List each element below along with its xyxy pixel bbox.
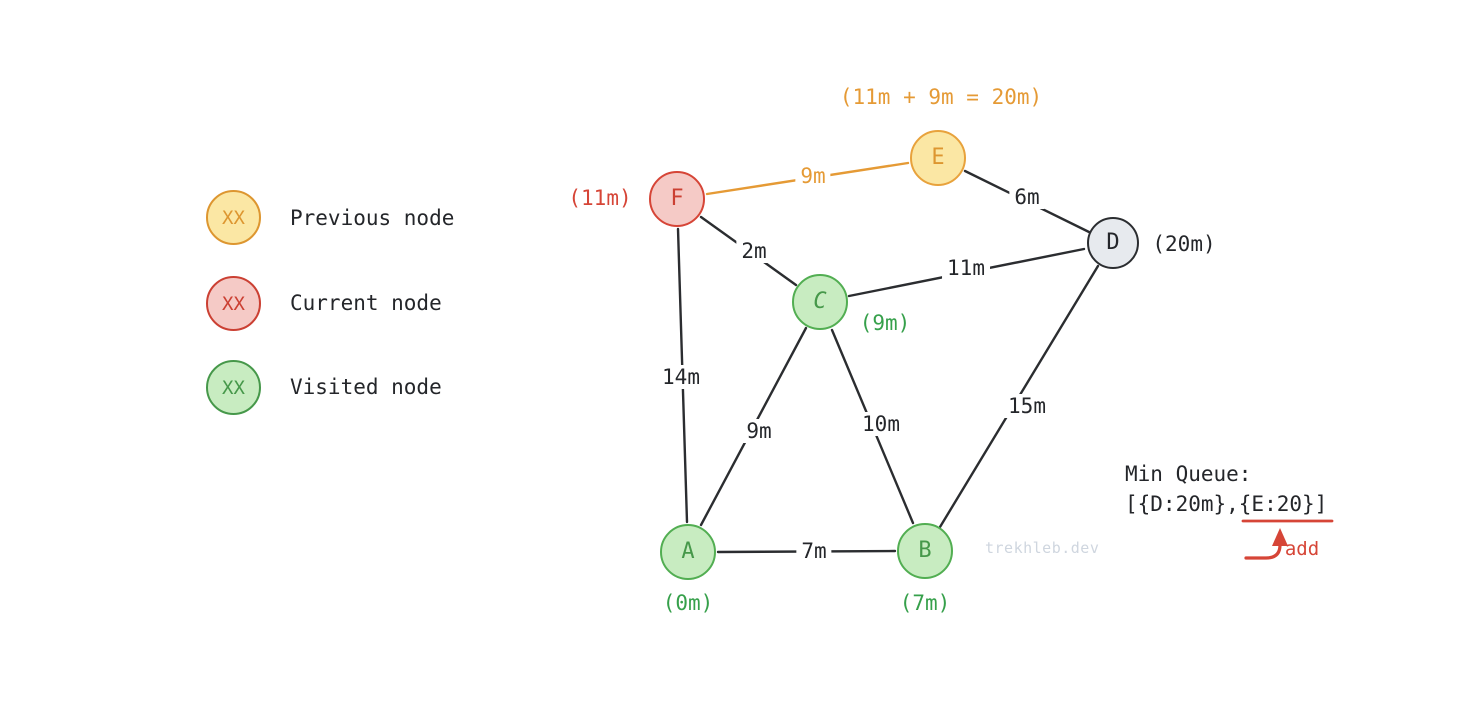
edge-F-E-weight: 9m <box>795 164 831 188</box>
node-B-label: B <box>918 538 932 563</box>
legend-swatch-current: XX <box>206 276 261 331</box>
node-E-label: E <box>931 145 945 170</box>
edge-A-B-weight: 7m <box>796 539 832 563</box>
edge-F-C-weight: 2m <box>736 239 772 263</box>
node-C-distance: (9m) <box>859 311 911 335</box>
edge-F-A-weight: 14m <box>657 365 705 389</box>
legend-symbol: XX <box>222 376 245 399</box>
node-E: E <box>910 130 966 186</box>
node-B-distance: (7m) <box>899 591 951 615</box>
node-D-label: D <box>1106 230 1120 255</box>
add-arrow-head-icon <box>1272 528 1288 546</box>
edge-D-B-weight: 15m <box>1003 394 1051 418</box>
edge-E-D-weight: 6m <box>1009 185 1045 209</box>
node-A-label: A <box>681 539 695 564</box>
node-B: B <box>897 523 953 579</box>
node-F: F <box>649 171 705 227</box>
node-C-label: C <box>813 289 827 314</box>
node-C: C <box>792 274 848 330</box>
legend-label-visited: Visited node <box>290 375 442 399</box>
legend-swatch-previous: XX <box>206 190 261 245</box>
node-F-label: F <box>670 186 684 211</box>
legend-label-previous: Previous node <box>290 206 455 230</box>
min-queue-value: [{D:20m},{E:20}] <box>1125 492 1328 516</box>
watermark: trekhleb.dev <box>985 539 1100 557</box>
legend-label-current: Current node <box>290 291 442 315</box>
edge-C-B-weight: 10m <box>857 412 905 436</box>
node-A: A <box>660 524 716 580</box>
legend-symbol: XX <box>222 206 245 229</box>
legend-symbol: XX <box>222 292 245 315</box>
edge-C-D-weight: 11m <box>942 256 990 280</box>
min-queue-title: Min Queue: <box>1125 462 1252 486</box>
node-D-distance: (20m) <box>1152 232 1216 256</box>
node-F-distance: (11m) <box>568 186 632 210</box>
node-D: D <box>1087 217 1139 269</box>
node-E-annotation: (11m + 9m = 20m) <box>839 85 1043 109</box>
edge-C-A-weight: 9m <box>741 419 777 443</box>
add-annotation: add <box>1284 538 1320 560</box>
node-A-distance: (0m) <box>662 591 714 615</box>
legend-swatch-visited: XX <box>206 360 261 415</box>
